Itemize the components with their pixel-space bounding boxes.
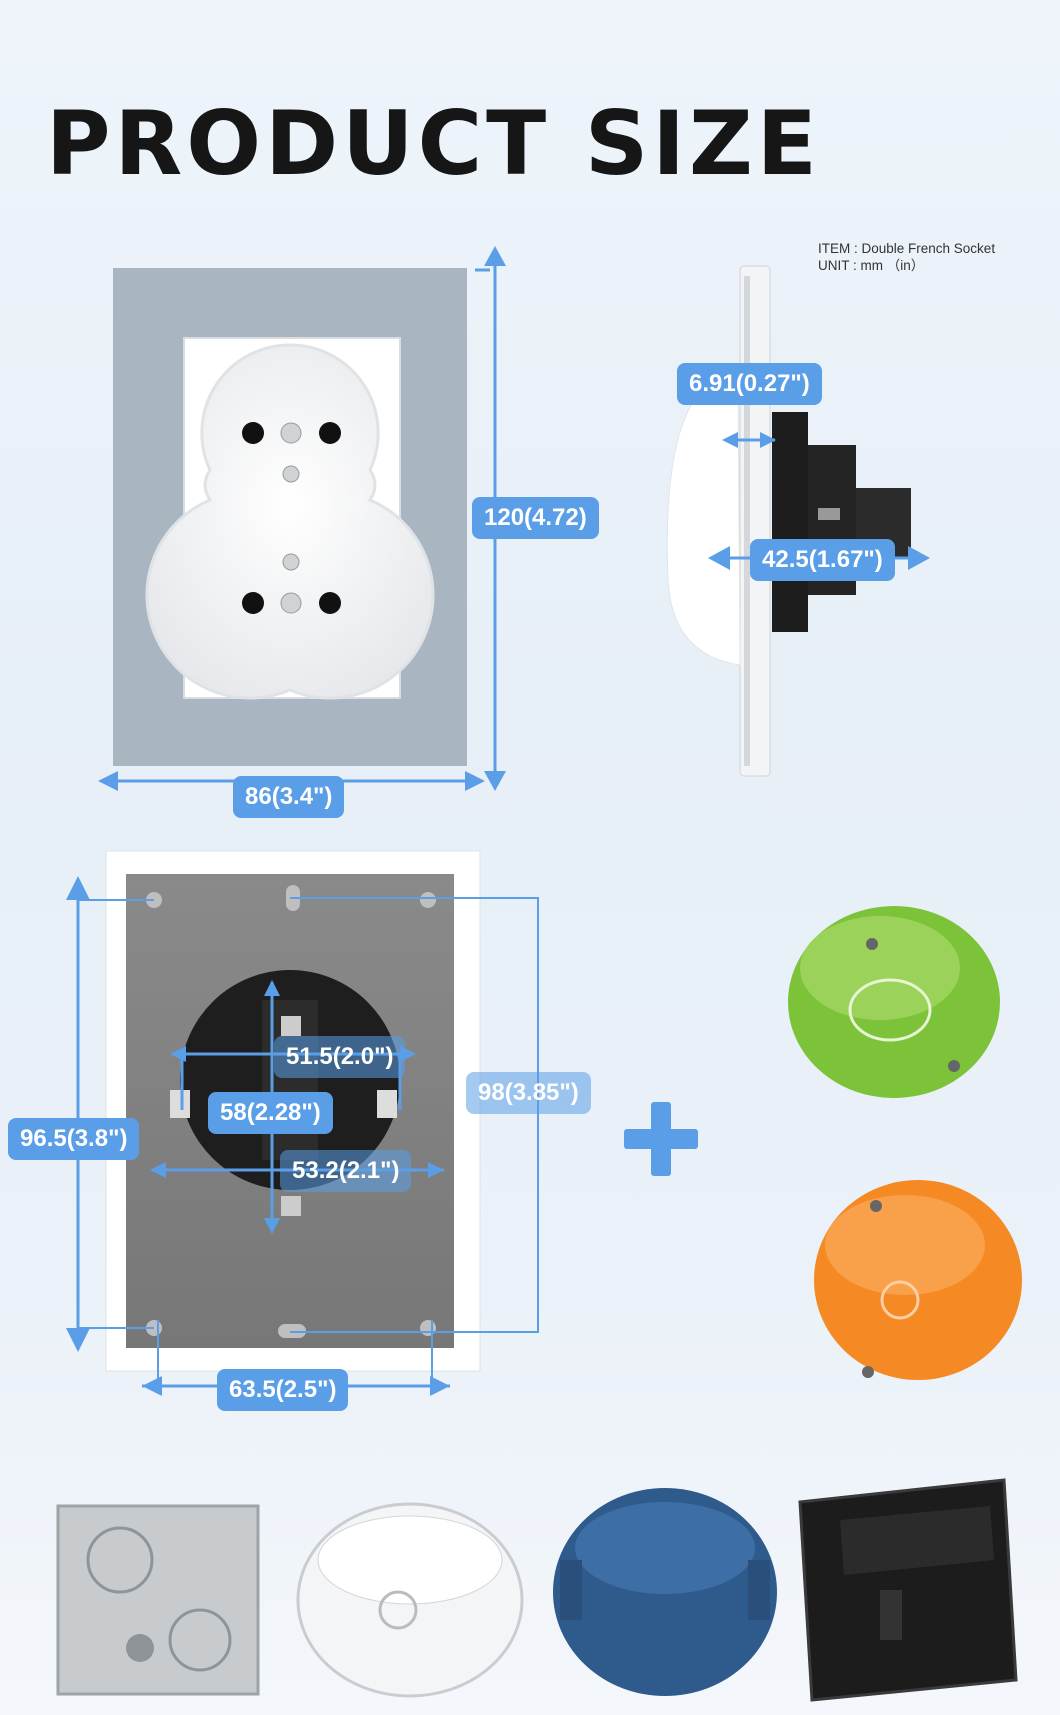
box-inner-label: 53.2(2.1")	[280, 1150, 412, 1192]
height-dimension-label: 120(4.72)	[472, 497, 599, 539]
green-mounting-box	[788, 906, 1000, 1098]
front-view-socket	[113, 268, 467, 766]
total-depth-label: 42.5(1.67")	[750, 539, 895, 581]
width-dimension-label: 86(3.4")	[233, 776, 345, 818]
page-title: PRODUCT SIZE	[46, 92, 821, 195]
plate-depth-label: 6.91(0.27")	[677, 363, 822, 405]
hole-spacing-label: 63.5(2.5")	[217, 1369, 349, 1411]
back-height-label: 96.5(3.8")	[8, 1118, 140, 1160]
orange-mounting-box	[814, 1180, 1022, 1380]
hole-height-label: 98(3.85")	[466, 1072, 591, 1114]
box-mid-label: 58(2.28")	[208, 1092, 333, 1134]
unit-label: UNIT : mm （in）	[818, 258, 925, 273]
item-info: ITEM : Double French Socket UNIT : mm （i…	[818, 240, 995, 274]
plus-icon	[624, 1102, 698, 1176]
white-mounting-box	[296, 1502, 524, 1698]
box-outer-label: 51.5(2.0")	[274, 1036, 406, 1078]
side-view-socket	[666, 265, 911, 777]
item-label: ITEM : Double French Socket	[818, 241, 996, 256]
metal-mounting-box	[56, 1504, 260, 1696]
black-mounting-box	[798, 1478, 1018, 1702]
blue-mounting-box	[553, 1488, 777, 1696]
